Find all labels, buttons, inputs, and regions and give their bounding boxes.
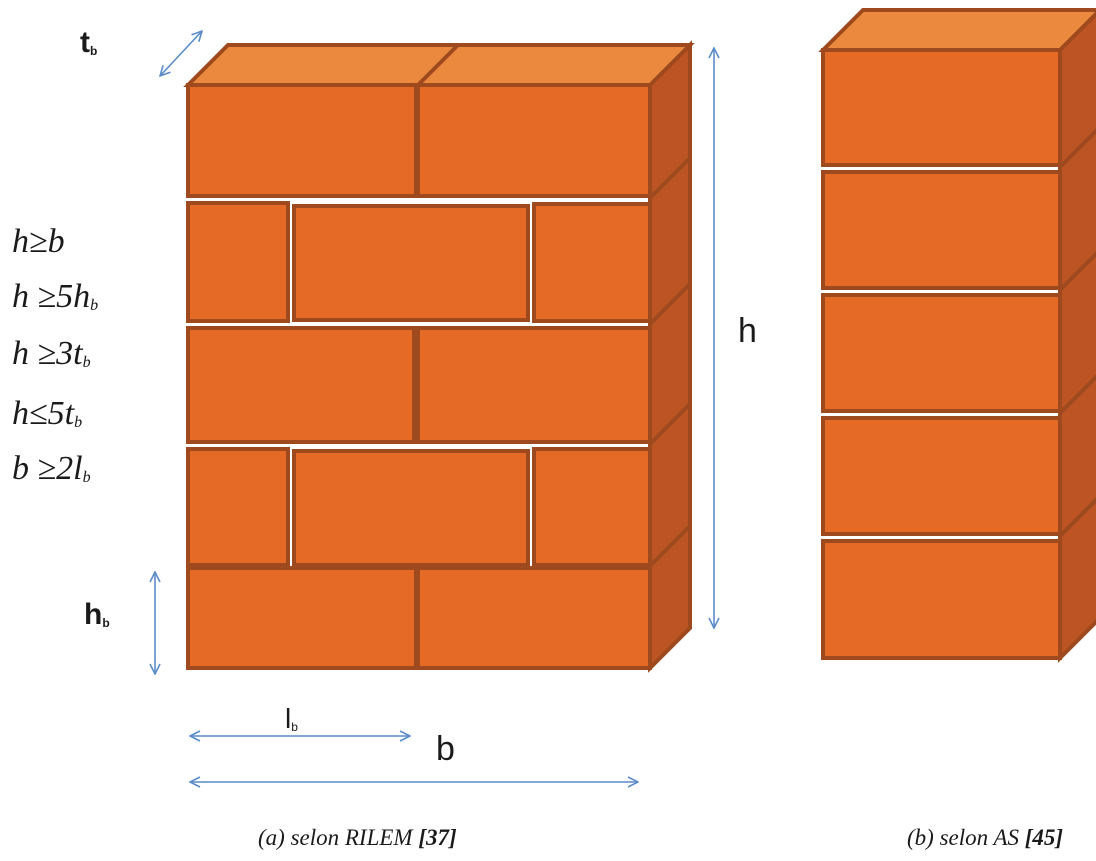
tb-arrow — [160, 31, 202, 76]
as-top-face — [818, 8, 1096, 52]
brick — [821, 539, 1062, 660]
condition-4: h≤5tb — [12, 395, 82, 432]
rilem-side-face — [648, 40, 692, 673]
brick — [416, 566, 652, 670]
caption-as-ref: [45] — [1024, 825, 1064, 850]
as-side-face — [1058, 11, 1096, 663]
condition-5: b ≥2lb — [12, 450, 91, 487]
as-prism — [818, 8, 1096, 663]
brick — [821, 293, 1062, 413]
condition-3: h ≥3tb — [12, 335, 91, 372]
brick — [186, 83, 418, 198]
brick — [532, 202, 652, 323]
brick — [821, 416, 1062, 536]
brick — [416, 83, 652, 198]
brick — [292, 204, 530, 322]
caption-rilem-text: (a) selon RILEM — [258, 825, 419, 850]
caption-as: (b) selon AS [45] — [907, 825, 1063, 851]
brick — [532, 447, 652, 567]
hb-label: hb — [84, 598, 110, 631]
caption-rilem: (a) selon RILEM [37] — [258, 825, 457, 851]
brick — [186, 566, 418, 670]
condition-2: h ≥5hb — [12, 278, 98, 315]
brick — [416, 326, 652, 444]
brick — [186, 201, 290, 323]
brick — [186, 326, 416, 444]
condition-1: h≥b — [12, 223, 65, 260]
caption-rilem-ref: [37] — [418, 825, 457, 850]
brick — [821, 48, 1062, 167]
h-label: h — [738, 312, 757, 350]
brick — [186, 447, 290, 567]
brick — [821, 170, 1062, 290]
b-label: b — [436, 730, 455, 768]
dimension-arrows — [155, 31, 714, 782]
lb-label: lb — [285, 703, 298, 734]
brick — [292, 449, 530, 567]
caption-as-text: (b) selon AS — [907, 825, 1025, 850]
tb-label: tb — [80, 26, 97, 59]
conditions-list: h≥b h ≥5hb h ≥3tb h≤5tb b ≥2lb — [12, 223, 98, 487]
rilem-prism — [183, 40, 695, 673]
